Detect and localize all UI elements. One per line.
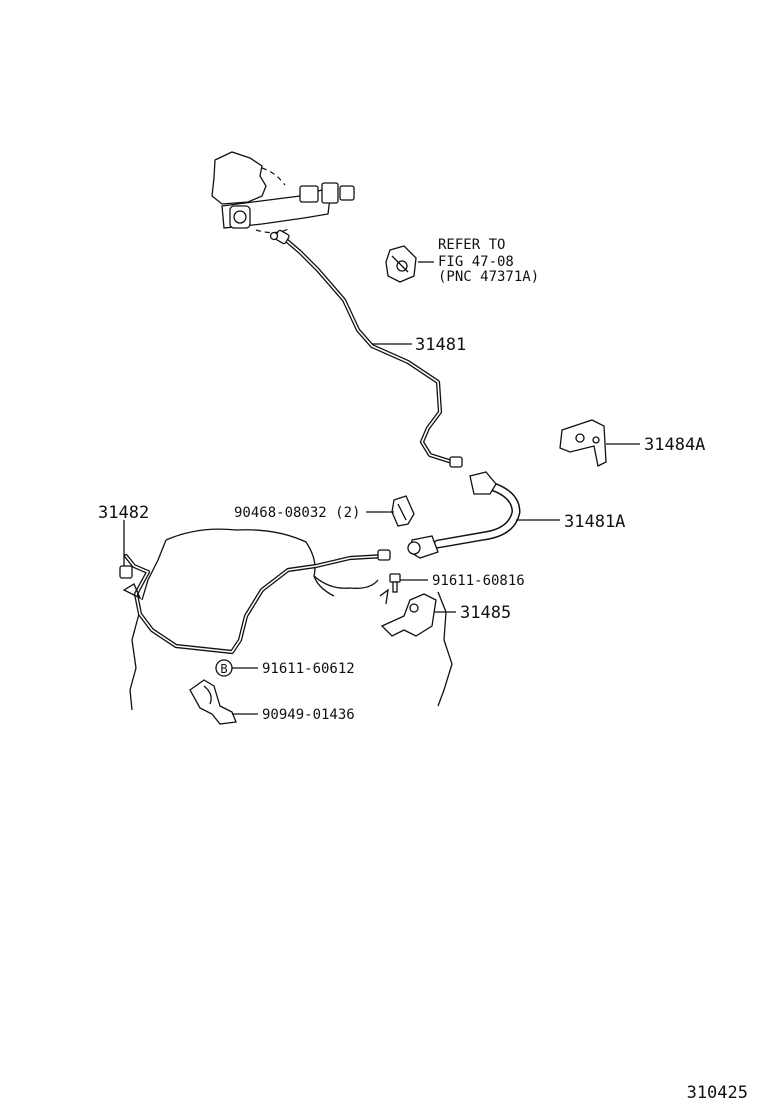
label-31481a: 31481A bbox=[564, 512, 625, 532]
clip-90468-08032 bbox=[391, 495, 415, 527]
clutch-master-cylinder bbox=[211, 151, 355, 234]
label-90949-01436: 90949-01436 bbox=[262, 707, 355, 723]
label-31482: 31482 bbox=[98, 503, 149, 523]
bracket-31484a bbox=[559, 419, 607, 467]
refer-note-line-1: REFER TO bbox=[438, 237, 505, 253]
bolt-91611-60612: B bbox=[215, 659, 233, 677]
transmission-housing bbox=[129, 528, 453, 711]
clamp-90949-01436 bbox=[189, 679, 237, 725]
label-91611-60612: 91611-60612 bbox=[262, 661, 355, 677]
flexible-hose-31481a bbox=[407, 471, 521, 559]
label-91611-60816: 91611-60816 bbox=[432, 573, 525, 589]
leader-lines bbox=[123, 261, 640, 715]
label-90468-08032: 90468-08032 (2) bbox=[234, 505, 360, 521]
label-31485: 31485 bbox=[460, 603, 511, 623]
bolt-b-marker: B bbox=[220, 662, 227, 676]
refer-note-line-2: FIG 47-08 bbox=[438, 254, 514, 270]
bracket-31485 bbox=[379, 588, 437, 637]
pipe-31481 bbox=[269, 229, 463, 468]
bolt-91611-60816 bbox=[389, 573, 401, 593]
clip-fig-47-08 bbox=[385, 245, 417, 283]
pipe-31482 bbox=[119, 549, 391, 655]
label-31481: 31481 bbox=[415, 335, 466, 355]
refer-note-line-3: (PNC 47371A) bbox=[438, 269, 539, 285]
label-31484a: 31484A bbox=[644, 435, 705, 455]
figure-number: 310425 bbox=[687, 1083, 748, 1103]
